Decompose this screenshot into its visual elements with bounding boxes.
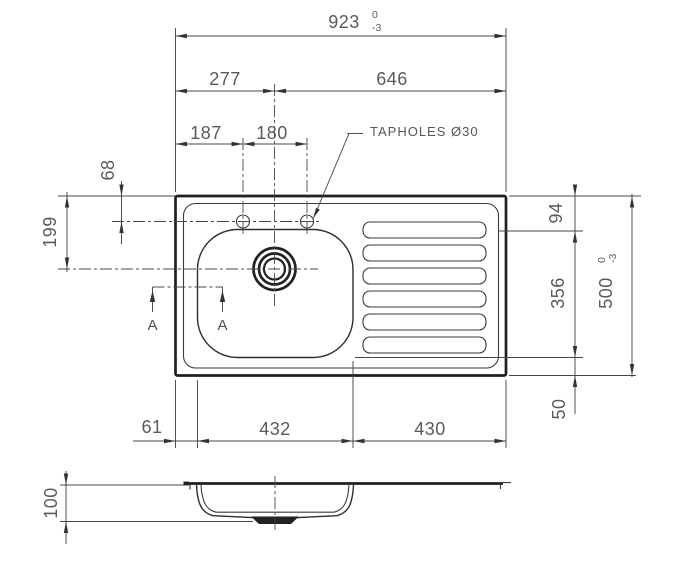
- dim-432: 432: [259, 419, 291, 439]
- sink-outer-edge: [174, 194, 508, 377]
- arrowhead: [572, 184, 578, 196]
- arrowhead: [341, 438, 353, 444]
- arrowhead: [494, 33, 506, 39]
- dim-overall-height: 500: [596, 277, 616, 309]
- arrowhead: [494, 438, 506, 444]
- dim-overall-height-tol-upper: 0: [596, 257, 608, 263]
- arrowhead: [494, 88, 506, 94]
- dim-277: 277: [209, 69, 241, 89]
- leader-line: [313, 133, 350, 219]
- section-arrowhead-right: [219, 290, 226, 302]
- arrowhead: [274, 88, 286, 94]
- dim-100: 100: [41, 487, 61, 519]
- rib: [362, 313, 487, 331]
- dim-356: 356: [548, 277, 568, 309]
- dim-180: 180: [256, 123, 288, 143]
- rib: [362, 221, 487, 239]
- dim-199: 199: [40, 216, 60, 248]
- plan-view: [174, 194, 508, 377]
- arrowhead: [263, 88, 275, 94]
- dimension-texts: 923 0 -3 277 646 187 180 68 199 94 356 5…: [40, 9, 619, 439]
- dim-646: 646: [376, 69, 408, 89]
- dim-94: 94: [546, 202, 566, 223]
- arrowhead: [243, 141, 255, 147]
- section-markers: A A: [147, 286, 228, 334]
- arrowhead: [231, 141, 243, 147]
- tapholes-note: TAPHOLES Ø30: [313, 124, 479, 219]
- arrowhead: [295, 141, 307, 147]
- dim-overall-width: 923: [328, 12, 360, 32]
- rib: [362, 244, 487, 262]
- profile-left-lip: [183, 481, 189, 486]
- dim-overall-height-tol-lower: -3: [607, 254, 619, 263]
- dim-overall-width-tol-upper: 0: [372, 9, 378, 21]
- arrowhead: [572, 375, 578, 387]
- arrowhead: [63, 473, 69, 485]
- rib: [362, 267, 487, 285]
- arrowhead: [119, 184, 124, 196]
- arrowhead: [572, 346, 578, 358]
- dim-61: 61: [141, 417, 162, 437]
- section-label-left: A: [147, 317, 157, 334]
- arrowhead: [572, 231, 578, 243]
- drainboard-ribs: [362, 221, 487, 354]
- rib: [362, 290, 487, 308]
- arrowhead: [119, 221, 124, 233]
- sink-inner-rim: [182, 202, 500, 369]
- arrowhead: [164, 438, 176, 444]
- arrowhead: [63, 521, 69, 533]
- arrowhead: [629, 196, 635, 208]
- dim-430: 430: [414, 419, 446, 439]
- dim-50: 50: [549, 398, 569, 419]
- dim-overall-height-group: 500 0 -3: [596, 254, 619, 309]
- sink-bowl: [196, 228, 354, 359]
- arrowhead: [629, 364, 635, 376]
- dim-overall-width-tol-lower: -3: [372, 22, 381, 34]
- center-lines: [58, 84, 322, 308]
- tapholes-label: TAPHOLES Ø30: [370, 124, 479, 139]
- arrowhead: [64, 257, 70, 269]
- section-arrowhead-left: [149, 290, 156, 302]
- arrowhead: [197, 438, 209, 444]
- section-label-right: A: [217, 317, 227, 334]
- arrowhead: [175, 88, 187, 94]
- extension-lines: [58, 28, 641, 448]
- arrowhead: [175, 141, 187, 147]
- arrowhead: [64, 196, 70, 208]
- leader-arrowhead: [313, 207, 320, 219]
- section-view: 100: [41, 471, 511, 544]
- arrowheads: [64, 33, 635, 444]
- dim-187: 187: [190, 123, 222, 143]
- arrowhead: [353, 438, 365, 444]
- arrowhead: [175, 33, 187, 39]
- dimension-lines: [66, 35, 633, 442]
- dim-68: 68: [98, 159, 118, 180]
- rib: [362, 336, 487, 354]
